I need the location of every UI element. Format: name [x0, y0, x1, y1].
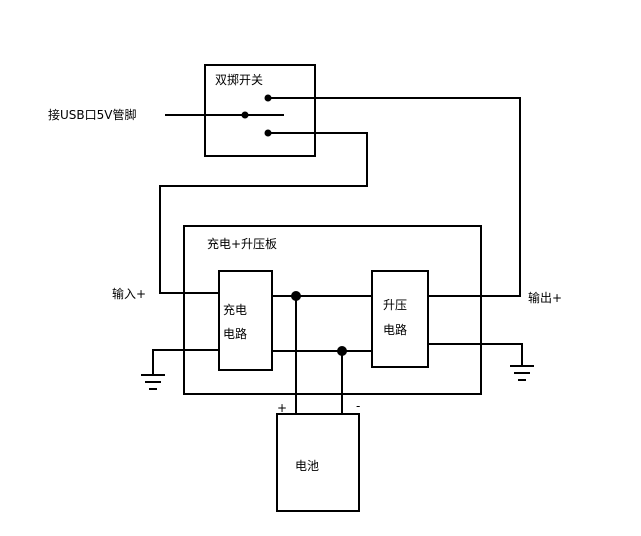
output-label: 输出+	[528, 290, 562, 305]
battery-box	[276, 413, 360, 512]
board-label: 充电+升压板	[207, 236, 277, 251]
double-throw-switch-box	[204, 64, 316, 157]
battery-label: 电池	[295, 459, 319, 473]
wire-switch-to-input	[159, 132, 368, 294]
charge-boost-board	[183, 225, 482, 395]
battery-plus-sign: +	[277, 401, 287, 415]
charge-circuit-label-1: 充电	[223, 302, 247, 317]
right-ground-wire	[428, 343, 523, 366]
boost-circuit-label-1: 升压	[383, 298, 407, 312]
charge-circuit-label-2: 电路	[223, 326, 247, 341]
charge-circuit-block	[218, 270, 273, 371]
switch-label: 双掷开关	[215, 72, 263, 87]
battery-minus-sign: -	[356, 399, 360, 413]
left-ground-symbol	[141, 374, 165, 390]
wire-switch-to-output	[268, 97, 521, 297]
boost-circuit-label-2: 电路	[383, 322, 407, 337]
usb-label: 接USB口5V管脚	[48, 107, 136, 122]
right-ground-symbol	[510, 365, 534, 381]
left-ground-wire	[152, 349, 219, 375]
boost-circuit-block	[371, 270, 429, 368]
input-label: 输入+	[112, 286, 146, 301]
